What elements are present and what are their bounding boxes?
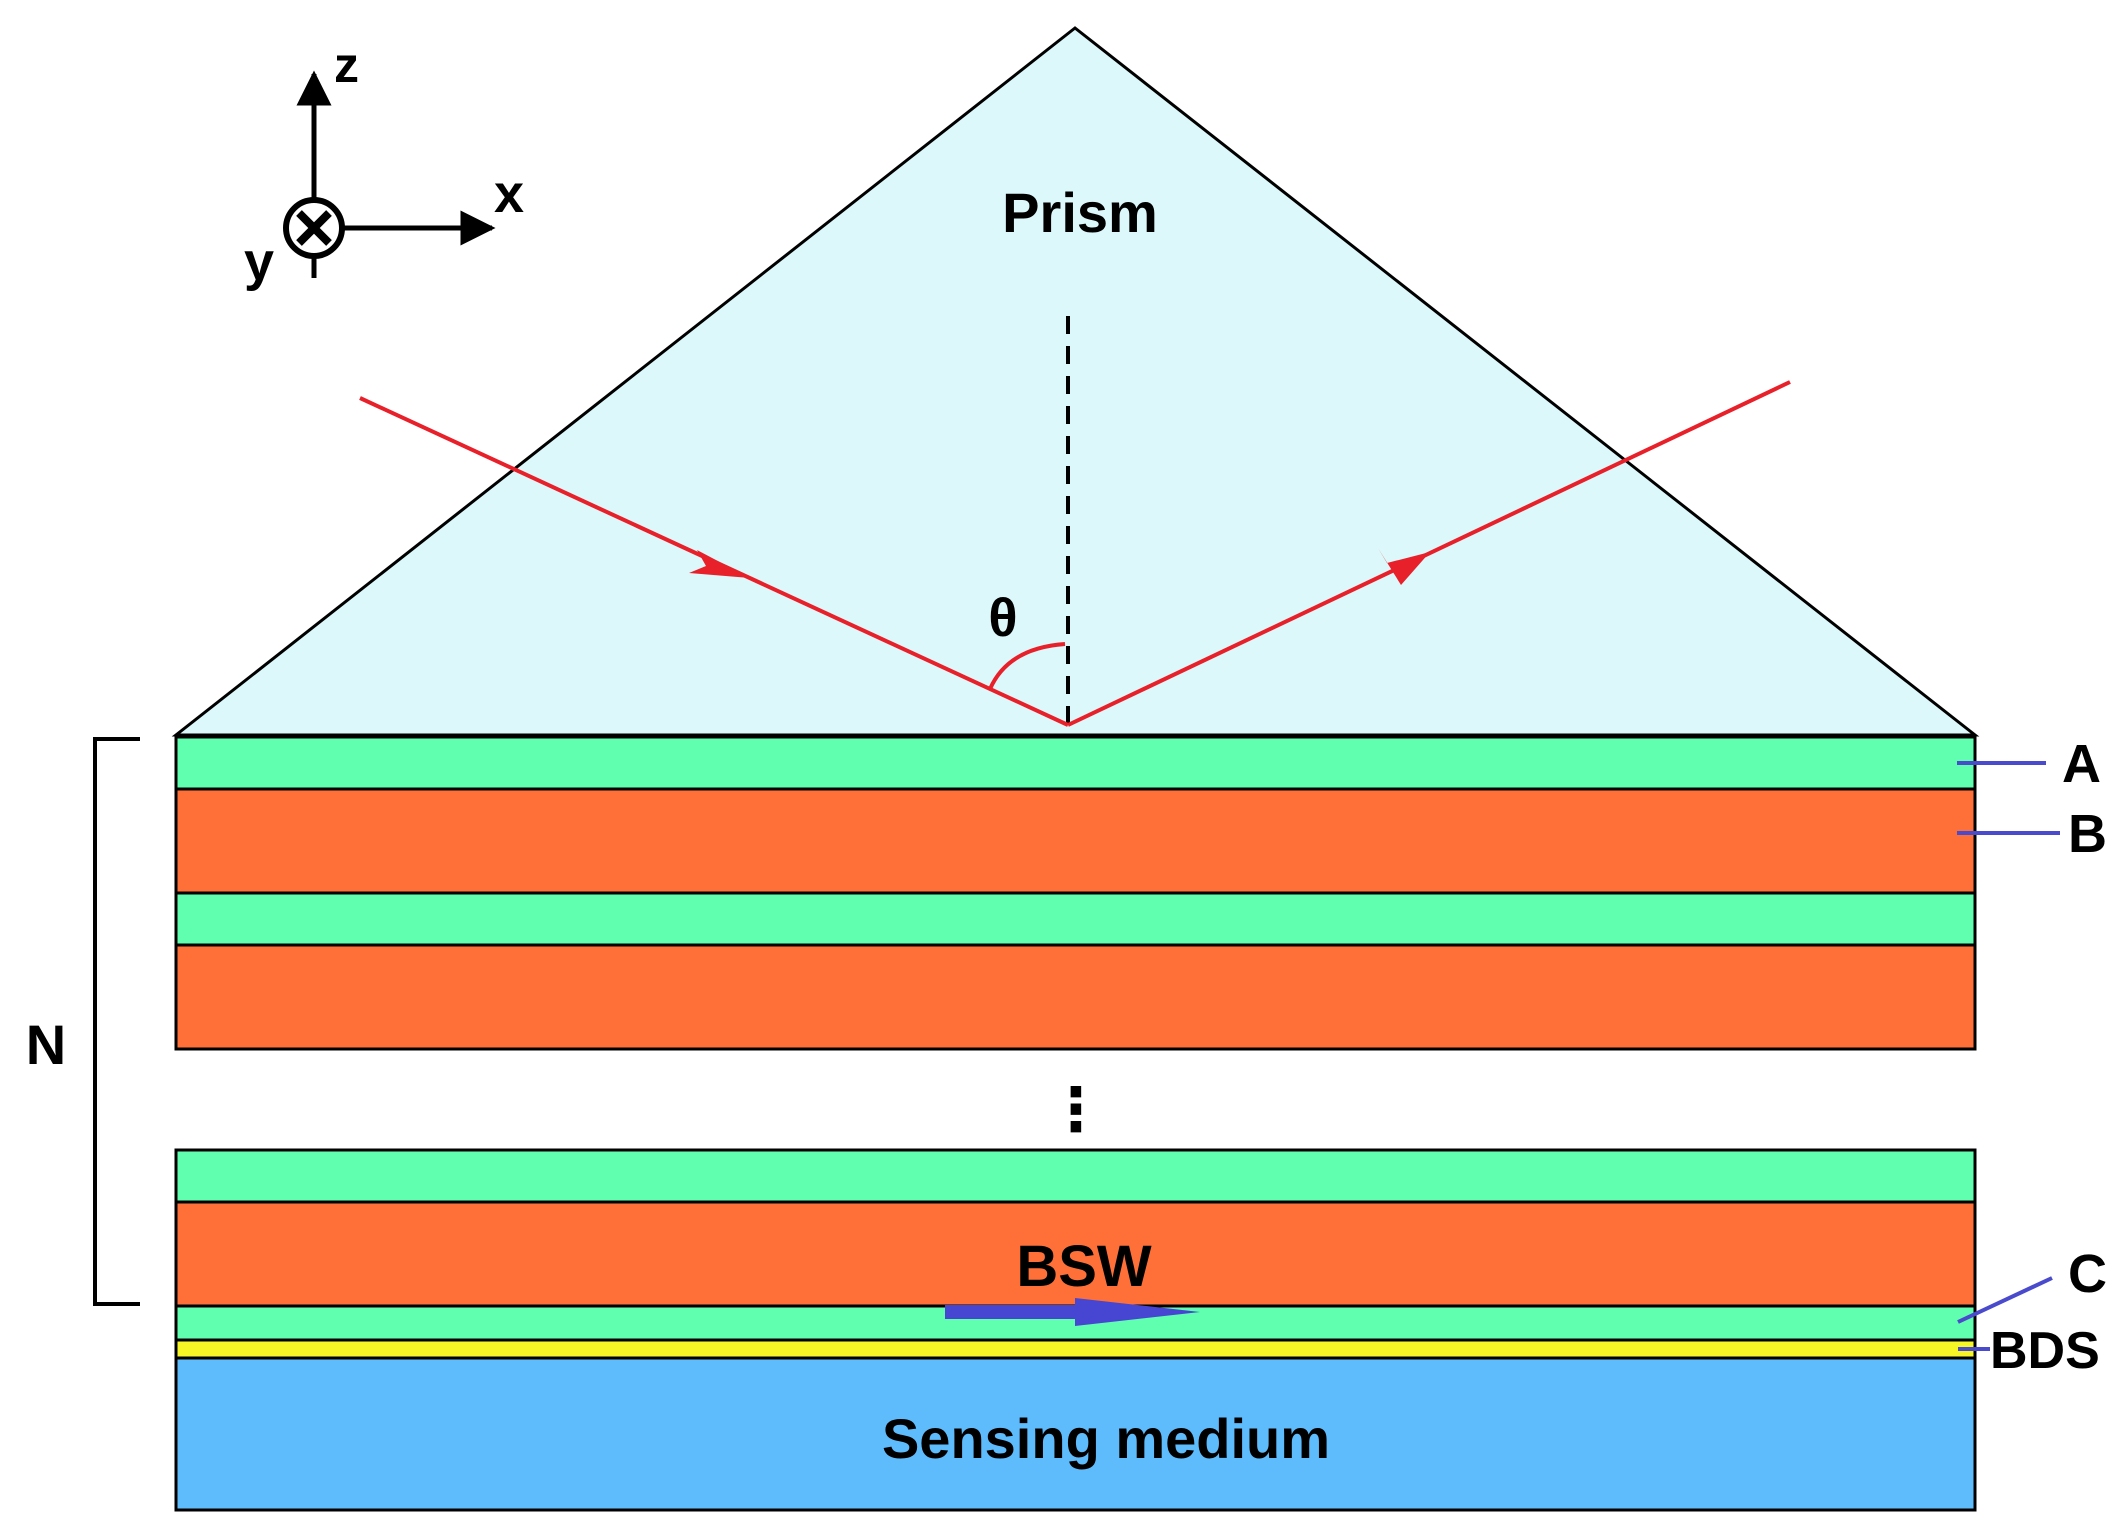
- multilayer-stack: ⋮ Sensing medium: [174, 735, 1977, 1512]
- reflected-ray-arrowhead: [1378, 548, 1430, 585]
- layer-a-2: [174, 891, 1977, 947]
- y-axis-label: y: [244, 232, 274, 292]
- layer-a-1: [174, 735, 1977, 791]
- layer-b-n: [174, 1200, 1977, 1308]
- layer-labels: A B C BDS: [1957, 734, 2107, 1380]
- layer-b-1: [174, 787, 1977, 895]
- stack-ellipsis: ⋮: [1046, 1076, 1106, 1143]
- sensing-medium: [174, 1356, 1977, 1512]
- bsw-indicator: BSW: [945, 1234, 1200, 1326]
- sensing-medium-label: Sensing medium: [882, 1407, 1330, 1470]
- layer-bds: [174, 1338, 1977, 1360]
- prism-label: Prism: [1002, 181, 1158, 244]
- x-axis-label: x: [494, 164, 524, 224]
- bsw-arrow-head: [1075, 1298, 1200, 1326]
- period-count-label: N: [26, 1013, 66, 1076]
- bsw-arrow-shaft: [945, 1305, 1075, 1319]
- layer-a-label: A: [2062, 734, 2101, 794]
- pointer-c: [1957, 1276, 2053, 1324]
- layer-b-label: B: [2068, 804, 2107, 864]
- layer-c-label: C: [2068, 1244, 2107, 1304]
- layer-b-2: [174, 943, 1977, 1051]
- coordinate-axes: z x y: [244, 37, 524, 292]
- z-axis-label: z: [334, 37, 359, 93]
- bracket-line: [93, 737, 140, 1306]
- bds-label: BDS: [1990, 1322, 2100, 1380]
- angle-theta-label: θ: [988, 588, 1017, 648]
- prism: [171, 26, 1980, 737]
- bsw-label: BSW: [1016, 1234, 1152, 1299]
- layer-a-n: [174, 1148, 1977, 1204]
- incident-ray-arrowhead: [689, 550, 750, 578]
- y-axis-into-page-icon: [283, 197, 345, 259]
- incidence-angle-arc: [988, 642, 1066, 690]
- reflected-ray: [1067, 380, 1791, 727]
- light-path: θ: [359, 380, 1791, 727]
- period-bracket: N: [26, 737, 140, 1306]
